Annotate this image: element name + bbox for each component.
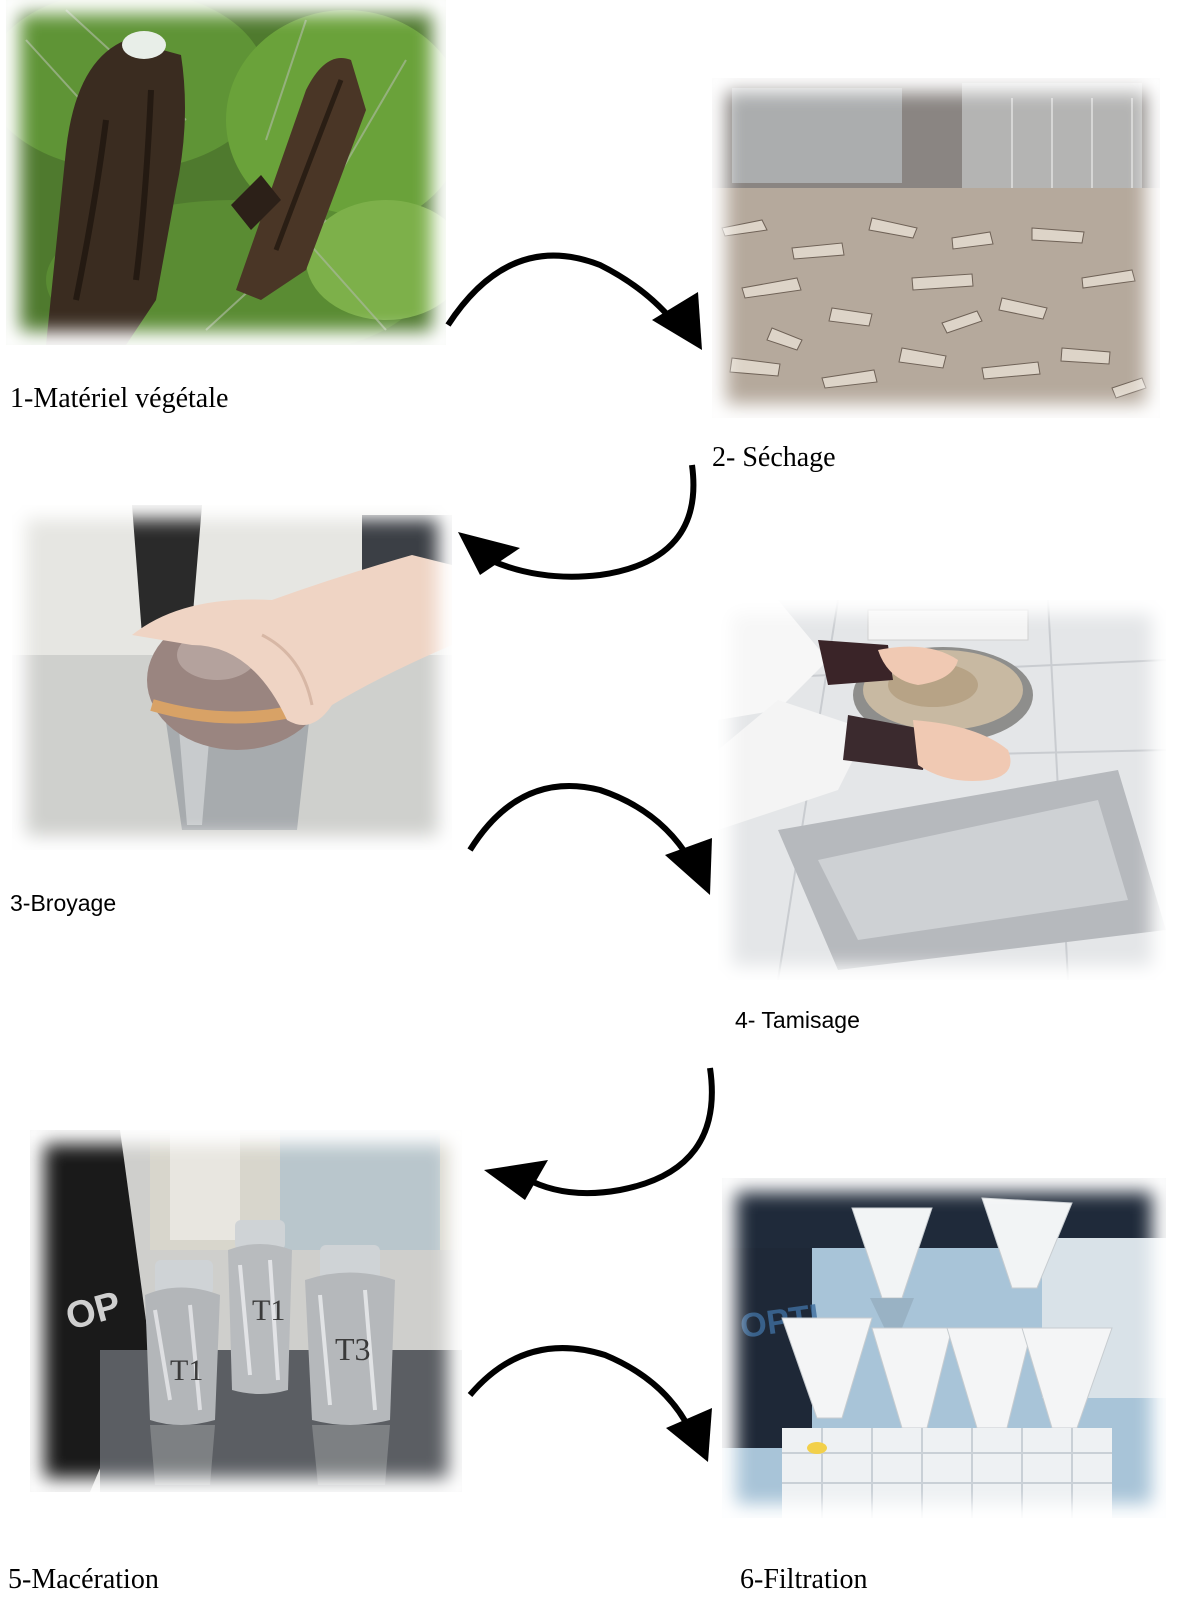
step-label-2: 2- Séchage <box>712 442 836 474</box>
step-label-1: 1-Matériel végétale <box>10 383 228 415</box>
curved-arrow-icon <box>448 256 680 330</box>
curved-arrow-icon <box>525 1068 712 1193</box>
step-label-3: 3-Broyage <box>10 890 116 917</box>
curved-arrow-icon <box>652 292 702 350</box>
curved-arrow-icon <box>666 1408 712 1462</box>
curved-arrow-icon <box>470 786 690 860</box>
curved-arrow-icon <box>665 838 712 895</box>
curved-arrow-icon <box>490 465 693 577</box>
step-label-4: 4- Tamisage <box>735 1007 860 1034</box>
curved-arrow-icon <box>470 1348 690 1430</box>
step-label-5: 5-Macération <box>8 1564 159 1596</box>
step-label-6: 6-Filtration <box>740 1564 868 1596</box>
curved-arrow-icon <box>484 1160 548 1200</box>
